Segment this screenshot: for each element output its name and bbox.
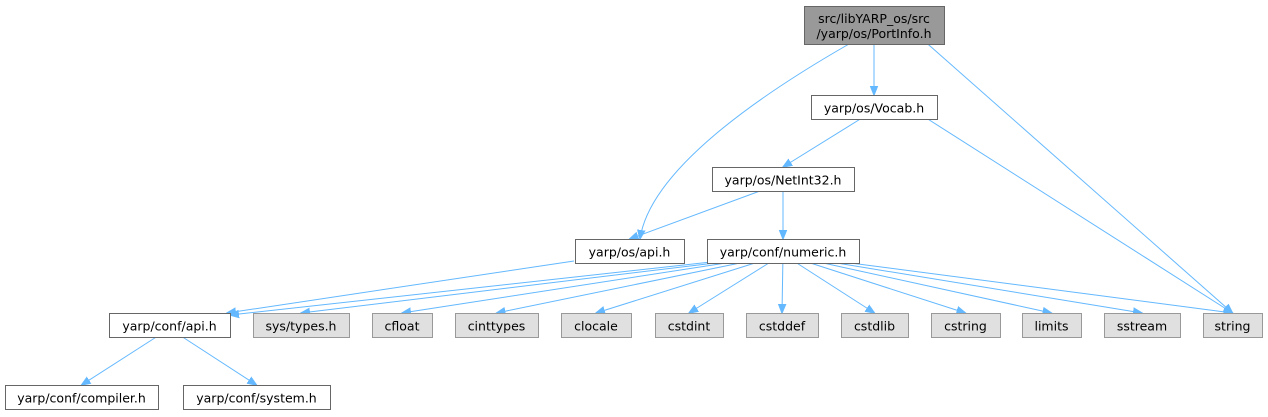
nodes-layer: src/libYARP_os/src/yarp/os/PortInfo.hyar… bbox=[5, 6, 1263, 410]
node-label: sys/types.h bbox=[266, 319, 337, 334]
node-label: yarp/os/Vocab.h bbox=[824, 101, 924, 116]
node-conf-api[interactable]: yarp/conf/api.h bbox=[109, 313, 231, 338]
edge-numeric-to-conf_api bbox=[230, 261, 712, 315]
node-label: cstdlib bbox=[854, 319, 895, 334]
node-label: sstream bbox=[1117, 319, 1167, 334]
node-system[interactable]: yarp/conf/system.h bbox=[183, 385, 331, 410]
node-label: yarp/os/api.h bbox=[589, 245, 671, 260]
edge-netint32-to-os_api bbox=[630, 190, 761, 239]
node-box bbox=[746, 313, 819, 338]
node-box bbox=[183, 385, 331, 410]
node-box bbox=[707, 239, 860, 264]
node-label: yarp/conf/api.h bbox=[122, 319, 216, 334]
node-label: cstddef bbox=[759, 319, 806, 334]
node-clocale: clocale bbox=[561, 313, 632, 338]
node-label: yarp/conf/numeric.h bbox=[720, 245, 847, 260]
node-sys-types: sys/types.h bbox=[253, 313, 350, 338]
node-os-api[interactable]: yarp/os/api.h bbox=[575, 239, 685, 264]
node-box bbox=[455, 313, 539, 338]
edge-vocab-to-string bbox=[927, 118, 1233, 313]
node-label: clocale bbox=[574, 319, 618, 334]
node-numeric[interactable]: yarp/conf/numeric.h bbox=[707, 239, 860, 264]
node-string: string bbox=[1203, 313, 1263, 338]
node-box bbox=[253, 313, 350, 338]
node-box bbox=[712, 167, 855, 192]
edge-portinfo-to-os_api bbox=[640, 43, 850, 239]
node-portinfo[interactable]: src/libYARP_os/src/yarp/os/PortInfo.h bbox=[804, 6, 945, 45]
edge-conf_api-to-system bbox=[182, 336, 257, 385]
node-box bbox=[655, 313, 724, 338]
edge-conf_api-to-compiler bbox=[82, 336, 157, 385]
node-sstream: sstream bbox=[1104, 313, 1181, 338]
node-label: cfloat bbox=[385, 319, 420, 334]
edge-vocab-to-netint32 bbox=[783, 118, 861, 167]
edge-numeric-to-cinttypes bbox=[497, 262, 741, 313]
edge-numeric-to-sstream bbox=[836, 262, 1142, 313]
edge-numeric-to-limits bbox=[823, 262, 1051, 313]
node-cstdint: cstdint bbox=[655, 313, 724, 338]
node-label: cinttypes bbox=[468, 319, 526, 334]
node-label: limits bbox=[1034, 319, 1068, 334]
node-label: string bbox=[1215, 319, 1251, 334]
node-label: /yarp/os/PortInfo.h bbox=[816, 26, 931, 41]
node-netint32[interactable]: yarp/os/NetInt32.h bbox=[712, 167, 855, 192]
node-box bbox=[109, 313, 231, 338]
node-vocab[interactable]: yarp/os/Vocab.h bbox=[811, 95, 938, 120]
node-compiler[interactable]: yarp/conf/compiler.h bbox=[5, 385, 159, 410]
edges-layer bbox=[82, 43, 1233, 385]
node-box bbox=[5, 385, 159, 410]
edge-numeric-to-cstdlib bbox=[796, 262, 875, 313]
edge-portinfo-to-string bbox=[927, 43, 1233, 313]
edge-numeric-to-cstring bbox=[810, 262, 965, 313]
node-cstdlib: cstdlib bbox=[841, 313, 909, 338]
node-cstddef: cstddef bbox=[746, 313, 819, 338]
node-label: yarp/conf/compiler.h bbox=[17, 391, 146, 406]
node-cstring: cstring bbox=[931, 313, 1001, 338]
node-box bbox=[1203, 313, 1263, 338]
edge-numeric-to-cstdint bbox=[689, 262, 770, 313]
node-cinttypes: cinttypes bbox=[455, 313, 539, 338]
edge-numeric-to-sys_types bbox=[301, 262, 716, 313]
edge-os_api-to-conf_api bbox=[227, 260, 575, 313]
node-box bbox=[575, 239, 685, 264]
node-label: cstring bbox=[944, 319, 987, 334]
node-limits: limits bbox=[1022, 313, 1082, 338]
node-box bbox=[1022, 313, 1082, 338]
edge-numeric-to-string bbox=[850, 262, 1232, 313]
node-box bbox=[1104, 313, 1181, 338]
node-box bbox=[811, 95, 938, 120]
node-label: cstdint bbox=[668, 319, 711, 334]
node-box bbox=[931, 313, 1001, 338]
edge-numeric-to-cstddef bbox=[782, 262, 783, 313]
node-label: yarp/os/NetInt32.h bbox=[725, 173, 842, 188]
node-box bbox=[372, 313, 433, 338]
node-box bbox=[561, 313, 632, 338]
node-label: src/libYARP_os/src bbox=[818, 11, 930, 26]
edge-numeric-to-clocale bbox=[596, 262, 756, 313]
node-box bbox=[841, 313, 909, 338]
edge-numeric-to-cfloat bbox=[402, 262, 726, 313]
node-label: yarp/conf/system.h bbox=[196, 391, 316, 406]
node-cfloat: cfloat bbox=[372, 313, 433, 338]
node-box bbox=[804, 6, 945, 45]
